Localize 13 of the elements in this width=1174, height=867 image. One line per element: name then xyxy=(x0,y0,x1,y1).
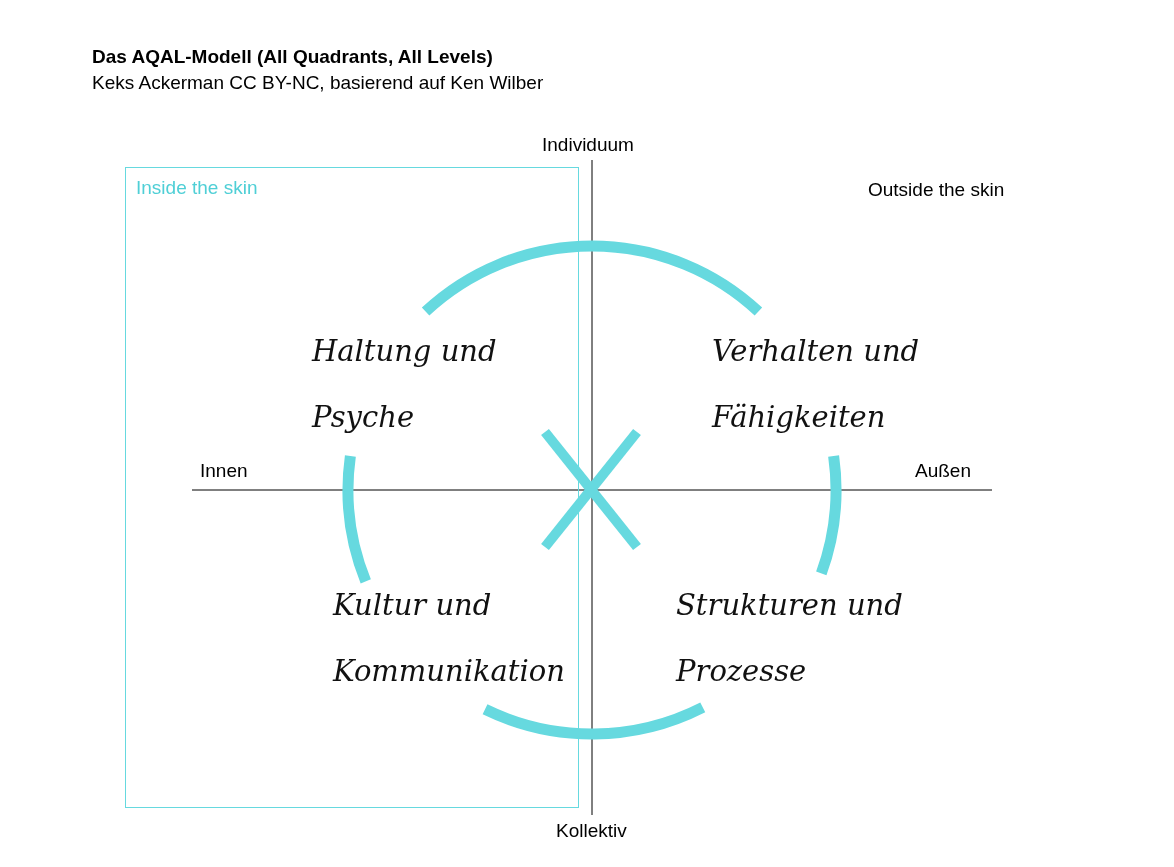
quadrant-label: Verhalten und Fähigkeiten xyxy=(712,333,921,436)
diagram-title: Das AQAL-Modell (All Quadrants, All Levels) xyxy=(92,46,493,68)
axis-label: Innen xyxy=(200,460,248,482)
axis-label: Individuum xyxy=(542,134,634,156)
axis-label: Kollektiv xyxy=(556,820,627,842)
quadrant-label: Strukturen und Prozesse xyxy=(676,587,904,690)
region-heading: Outside the skin xyxy=(868,179,1005,201)
subtitle: Keks Ackerman CC BY-NC, basierend auf Ken Wilber xyxy=(92,72,544,94)
axis-label: Außen xyxy=(915,460,971,482)
region-frame xyxy=(125,167,579,808)
quadrant-label: Kultur und Kommunikation xyxy=(333,587,566,690)
region-heading: Inside the skin xyxy=(136,177,258,199)
quadrant-label: Haltung und Psyche xyxy=(312,333,498,436)
